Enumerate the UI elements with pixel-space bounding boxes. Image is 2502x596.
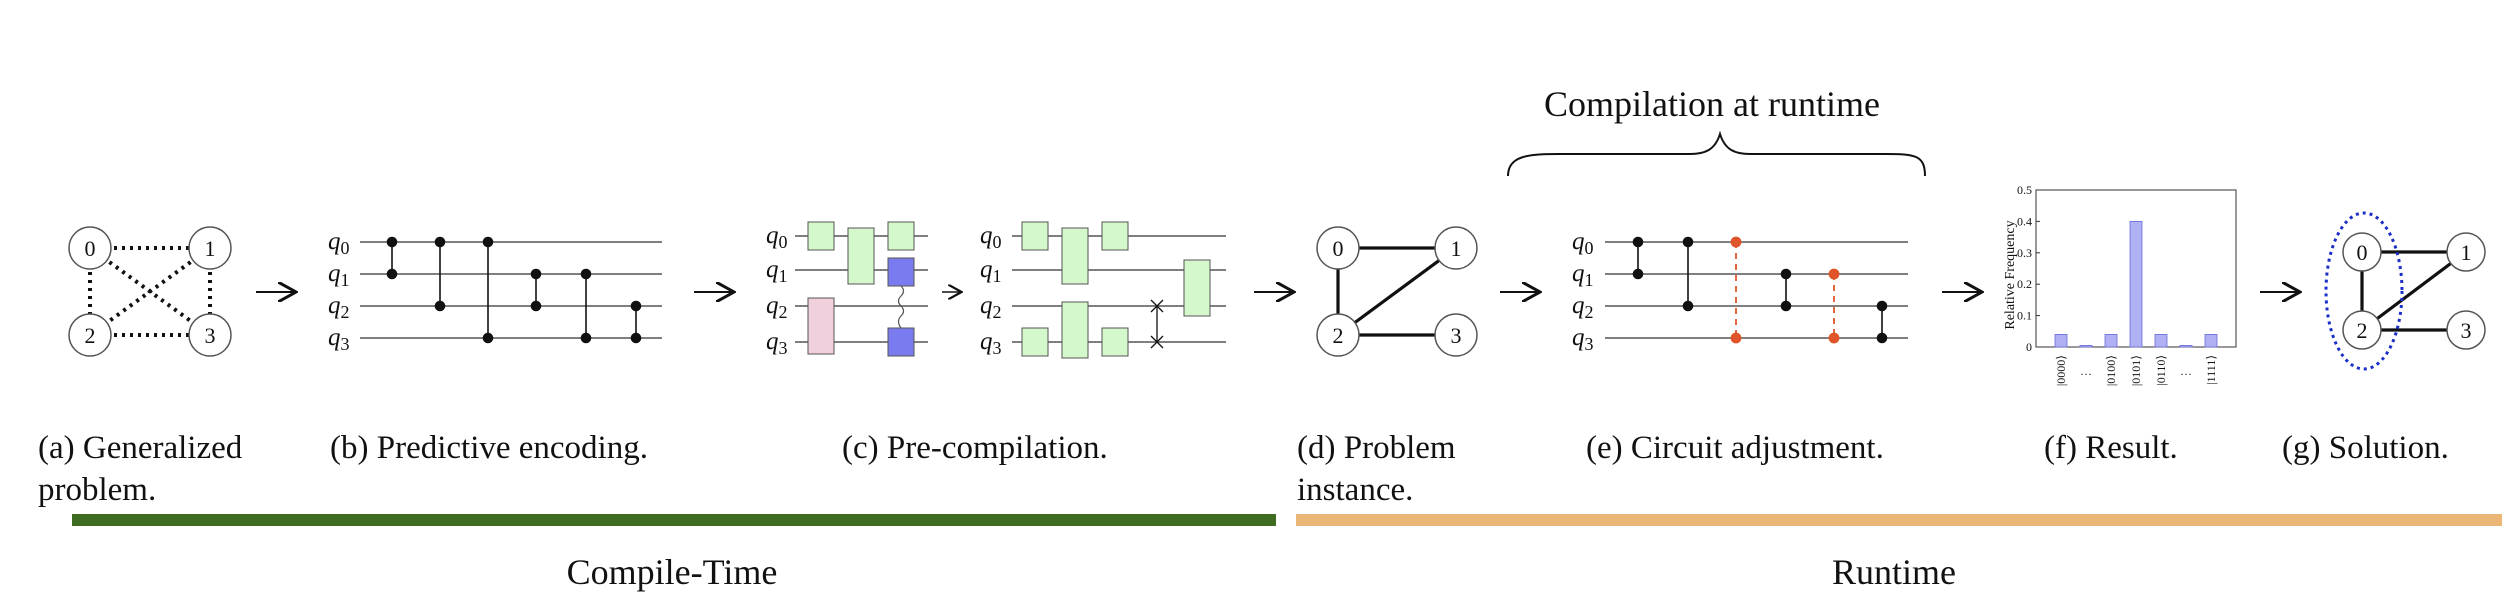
node-label: 3	[2461, 318, 2472, 343]
qubit-label: q0	[766, 222, 788, 252]
graph-node	[68, 226, 112, 270]
caption-g: (g) Solution.	[2282, 430, 2449, 466]
node-label: 2	[85, 323, 96, 348]
panel-b-circuit: q0 q1 q2 q3	[328, 228, 662, 354]
caption-f: (f) Result.	[2044, 430, 2178, 466]
qubit-label: q3	[1572, 324, 1594, 354]
graph-node	[2342, 232, 2382, 272]
y-tick-label: 0.2	[2017, 277, 2032, 291]
graph-node	[1316, 313, 1360, 357]
x-tick-label: |0110⟩	[2154, 355, 2168, 386]
x-tick-label: |0101⟩	[2129, 355, 2143, 386]
panel-f-result-chart: Relative Frequency 0 0.1 0.2 0.3 0.4 0.5 |000…	[2003, 183, 2237, 386]
qubit-label: q3	[766, 328, 788, 358]
bar	[2179, 345, 2193, 348]
qubit-label: q0	[328, 228, 350, 258]
graph-node	[1434, 313, 1478, 357]
graph-node	[2446, 310, 2486, 350]
y-tick-label: 0.3	[2017, 246, 2032, 260]
y-tick-label: 0.4	[2017, 214, 2032, 228]
bar	[2104, 334, 2118, 348]
runtime-label: Runtime	[1832, 552, 1956, 592]
qubit-label: q1	[1572, 260, 1594, 290]
qubit-label: q0	[1572, 228, 1594, 258]
graph-node	[188, 226, 232, 270]
qubit-label: q2	[1572, 292, 1594, 322]
node-label: 0	[85, 236, 96, 261]
x-tick-label: |0100⟩	[2104, 355, 2118, 386]
node-label: 0	[2357, 240, 2368, 265]
x-tick-label: …	[2180, 364, 2192, 378]
qubit-label: q2	[766, 292, 788, 322]
x-tick-label: |1111⟩	[2204, 355, 2218, 385]
graph-node	[1316, 226, 1360, 270]
panel-c-circuit-right: q0 q1 q2 q3	[980, 221, 1226, 359]
qubit-label: q1	[328, 260, 350, 290]
bar	[2054, 334, 2068, 348]
node-label: 2	[2357, 318, 2368, 343]
y-axis-label: Relative Frequency	[2003, 220, 2018, 329]
caption-b: (b) Predictive encoding.	[330, 430, 648, 466]
x-tick-label: |0000⟩	[2054, 355, 2068, 386]
y-tick-label: 0	[2026, 340, 2032, 354]
node-label: 1	[205, 236, 216, 261]
qubit-label: q2	[980, 292, 1002, 322]
qubit-label: q1	[980, 256, 1002, 286]
runtime-brace: Compilation at runtime	[1507, 84, 1926, 177]
panel-d-instance-graph: 0 1 2 3	[1316, 226, 1478, 357]
qubit-label: q0	[980, 222, 1002, 252]
compile-time-bar	[72, 514, 1276, 526]
panel-a-generalized-graph: 0 1 2 3	[68, 226, 232, 357]
caption-d: (d) Problem	[1297, 430, 1456, 466]
node-label: 3	[205, 323, 216, 348]
node-label: 1	[2461, 240, 2472, 265]
caption-e: (e) Circuit adjustment.	[1586, 430, 1884, 466]
x-tick-label: …	[2080, 364, 2092, 378]
captions: (a) Generalized problem. (b) Predictive …	[38, 430, 2449, 508]
caption-d-line2: instance.	[1297, 472, 1413, 508]
node-label: 1	[1451, 236, 1462, 261]
panel-g-solution-graph: 0 1 2 3	[2324, 211, 2486, 371]
graph-node	[1434, 226, 1478, 270]
qubit-label: q3	[980, 328, 1002, 358]
solution-ellipse	[2324, 211, 2404, 371]
compile-time-label: Compile-Time	[567, 552, 778, 592]
bar	[2154, 334, 2168, 348]
graph-node	[2446, 232, 2486, 272]
y-tick-label: 0.5	[2017, 183, 2032, 197]
bar	[2079, 345, 2093, 348]
qubit-label: q1	[766, 256, 788, 286]
qubit-label: q3	[328, 324, 350, 354]
graph-node	[68, 313, 112, 357]
phase-bars: Compile-Time Runtime	[72, 514, 2502, 592]
caption-a: (a) Generalized	[38, 430, 243, 466]
panel-e-circuit: q0 q1 q2 q3	[1572, 228, 1908, 354]
caption-c: (c) Pre-compilation.	[842, 430, 1108, 466]
graph-node	[188, 313, 232, 357]
node-label: 0	[1333, 236, 1344, 261]
y-tick-label: 0.1	[2017, 309, 2032, 323]
bar	[2129, 220, 2143, 348]
graph-node	[2342, 310, 2382, 350]
runtime-bar	[1296, 514, 2502, 526]
node-label: 2	[1333, 323, 1344, 348]
bar	[2204, 334, 2218, 348]
brace-label: Compilation at runtime	[1544, 84, 1880, 124]
qubit-label: q2	[328, 292, 350, 322]
panel-c-circuit-left: q0 q1 q2 q3	[766, 221, 928, 358]
caption-a-line2: problem.	[38, 472, 156, 508]
node-label: 3	[1451, 323, 1462, 348]
